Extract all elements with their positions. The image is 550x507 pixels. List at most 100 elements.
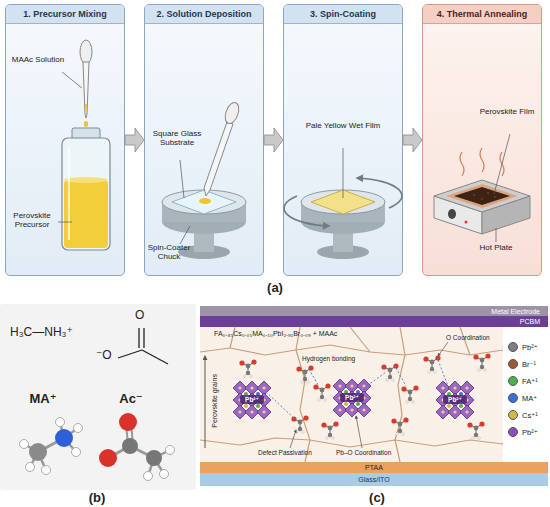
device-stack-illustration (200, 327, 548, 462)
molecule-panel (74, 424, 83, 433)
molecule-panel (146, 450, 162, 466)
vial-illustration (80, 40, 92, 64)
molecule-panel (29, 443, 47, 461)
atom-label: ⁻O (96, 349, 112, 362)
step-arrow (125, 128, 144, 152)
spin-coater-illustration (343, 148, 344, 198)
legend-text: FA⁺¹ (522, 377, 538, 386)
legend-text: Cs⁺¹ (522, 411, 538, 420)
legend-swatch (508, 342, 518, 352)
hot-plate-illustration (487, 192, 489, 194)
molecule-panel (143, 328, 144, 348)
step-heading: 2. Solution Deposition (145, 5, 263, 24)
step-arrow (264, 128, 283, 152)
legend-swatch (508, 410, 518, 420)
step-panel: 4. Thermal Annealing (422, 4, 542, 276)
panel-label: (b) (80, 491, 114, 506)
device-stack-illustration (438, 342, 448, 356)
device-stack-illustration (333, 379, 371, 417)
callout-label: MAAc Solution (10, 56, 66, 65)
device-stack-illustration (239, 359, 256, 377)
device-stack-illustration (391, 417, 408, 435)
legend-text: Pb²⁺ (522, 343, 538, 352)
layer-band: PCBM (200, 316, 548, 327)
molecule-panel (56, 418, 65, 427)
device-stack-illustration (438, 360, 448, 386)
device-stack-illustration (436, 381, 474, 419)
layer-band: PTAA (200, 462, 548, 473)
chemical-formula: H₃C—NH₃⁺ (10, 326, 73, 339)
panel-label: (a) (258, 281, 292, 296)
device-stack-illustration (396, 368, 406, 386)
legend-swatch (508, 359, 518, 369)
hot-plate-illustration (481, 198, 483, 200)
device-stack-illustration (200, 438, 503, 447)
legend-entry: FA⁺¹ (508, 376, 538, 386)
legend-text: Br⁻¹ (522, 360, 536, 369)
legend-entry: Br⁻¹ (508, 359, 536, 369)
legend-text: MA⁺ (522, 394, 537, 403)
step-heading: 1. Precursor Mixing (6, 5, 124, 24)
device-stack-illustration (309, 369, 318, 385)
molecule-panel (144, 472, 153, 481)
device-stack-illustration (356, 416, 362, 448)
device-stack-illustration (296, 365, 313, 383)
molecule-panel (138, 328, 139, 348)
hot-plate-illustration (496, 228, 497, 242)
annotation: O Coordination (446, 334, 490, 341)
device-stack-illustration (473, 353, 490, 371)
molecule-panel (55, 429, 73, 447)
spin-coater-illustration (172, 190, 236, 214)
ion-name: MA⁺ (16, 392, 70, 407)
legend-text: Pb²⁺ (522, 428, 538, 437)
step-heading: 3. Spin-Coating (284, 5, 402, 24)
ion-label: Pb²⁺ (340, 393, 364, 402)
legend-swatch (508, 427, 518, 437)
step-arrow (403, 128, 422, 152)
legend-entry: Pb²⁺ (508, 342, 538, 352)
step-arrow (125, 128, 144, 152)
device-stack-illustration (200, 327, 548, 462)
layer-name: Metal Electrode (483, 308, 548, 315)
molecule-panel (0, 304, 196, 490)
vial-illustration (64, 180, 108, 248)
molecule-panel (119, 413, 137, 431)
device-stack-illustration (290, 430, 296, 448)
hot-plate-illustration (473, 194, 475, 196)
vial-illustration (84, 121, 88, 127)
callout-label: Spin-Coater Chuck (146, 244, 192, 262)
device-stack-illustration (423, 355, 440, 373)
device-stack-illustration (381, 363, 398, 381)
hot-plate-illustration (454, 187, 510, 205)
panel-label: (c) (360, 491, 394, 506)
device-stack-illustration (266, 360, 448, 420)
layer-band: Glass/ITO (200, 473, 548, 486)
axis-label: Perovskite grains (211, 359, 219, 443)
device-stack-illustration (296, 327, 310, 462)
step-arrow (403, 128, 422, 152)
annotation: Hydrogen bonding (302, 355, 355, 362)
molecule-panel (42, 466, 51, 475)
annotation: Defect Passivation (258, 449, 312, 456)
molecule-panel (72, 448, 81, 457)
atom-label: O (135, 309, 144, 322)
molecule-panel (99, 449, 117, 467)
device-stack-illustration (321, 421, 338, 439)
callout-label: Perovskite Film (476, 108, 538, 117)
ion-name: Ac⁻ (104, 392, 158, 407)
legend-entry: MA⁺ (508, 393, 537, 403)
vial-illustration (62, 138, 110, 250)
device-stack-illustration (401, 385, 418, 403)
callout-label: Pale Yellow Wet Film (300, 122, 386, 131)
device-stack-illustration (364, 372, 386, 388)
device-stack-illustration (200, 327, 503, 462)
vial-illustration (85, 104, 87, 117)
vial-illustration (72, 128, 100, 139)
device-stack-illustration (350, 327, 370, 352)
legend-entry: Cs⁺¹ (508, 410, 538, 420)
hot-plate-illustration (494, 196, 496, 198)
hot-plate-illustration (448, 209, 456, 219)
